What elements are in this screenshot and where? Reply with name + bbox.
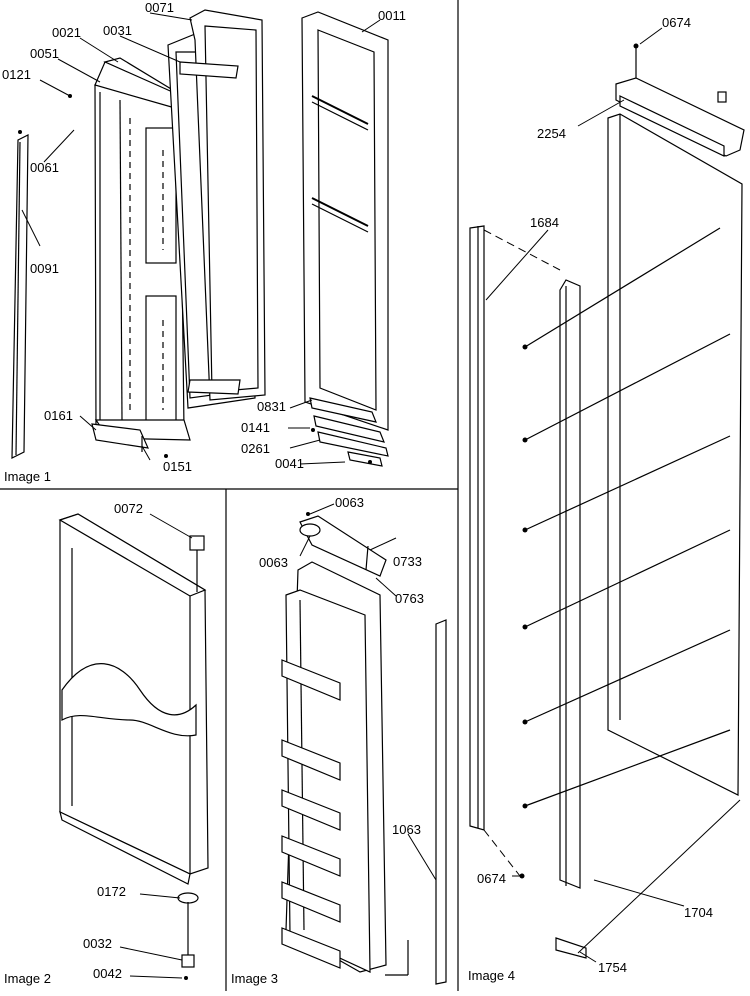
part-label-1684: 1684 [530,215,559,230]
image4-caption: Image 4 [468,968,515,983]
part-label-0061: 0061 [30,160,59,175]
image3-caption: Image 3 [231,971,278,986]
part-label-2254: 2254 [537,126,566,141]
image2-drawing [58,513,209,980]
part-label-0041: 0041 [275,456,304,471]
part-label-1063: 1063 [392,822,421,837]
part-label-0172: 0172 [97,884,126,899]
part-label-0831: 0831 [257,399,286,414]
part-label-0051: 0051 [30,46,59,61]
part-label-0141: 0141 [241,420,270,435]
image1-caption: Image 1 [4,469,51,484]
part-label-0032: 0032 [83,936,112,951]
part-label-0063-top: 0063 [335,495,364,510]
part-label-0042: 0042 [93,966,122,981]
part-label-0674-top: 0674 [662,15,691,30]
part-label-0674-bottom: 0674 [477,871,506,886]
part-label-0072: 0072 [114,501,143,516]
image3-drawing [281,503,447,985]
part-label-0091: 0091 [30,261,59,276]
image4-labels: 0674 2254 1684 0674 1704 1754 Image 4 [468,15,713,983]
part-label-0733: 0733 [393,554,422,569]
panel-dividers [0,0,459,991]
image3-labels: 0063 0063 0733 0763 1063 Image 3 [231,495,424,986]
part-label-0011: 0011 [378,8,406,23]
part-label-0151: 0151 [163,459,192,474]
image4-drawing [469,27,745,963]
part-label-0031: 0031 [103,23,132,38]
part-label-0763: 0763 [395,591,424,606]
part-label-0021: 0021 [52,25,81,40]
part-label-0121: 0121 [2,67,31,82]
image2-labels: 0072 0172 0032 0042 Image 2 [4,501,143,986]
part-label-0071: 0071 [145,0,174,15]
part-label-1704: 1704 [684,905,713,920]
image2-caption: Image 2 [4,971,51,986]
image1-labels: 0071 0031 0021 0051 0121 0061 0091 0011 … [2,0,406,484]
part-label-0261: 0261 [241,441,270,456]
image1-drawing [11,9,389,467]
part-label-0161: 0161 [44,408,73,423]
part-label-0063-left: 0063 [259,555,288,570]
part-label-1754: 1754 [598,960,627,975]
